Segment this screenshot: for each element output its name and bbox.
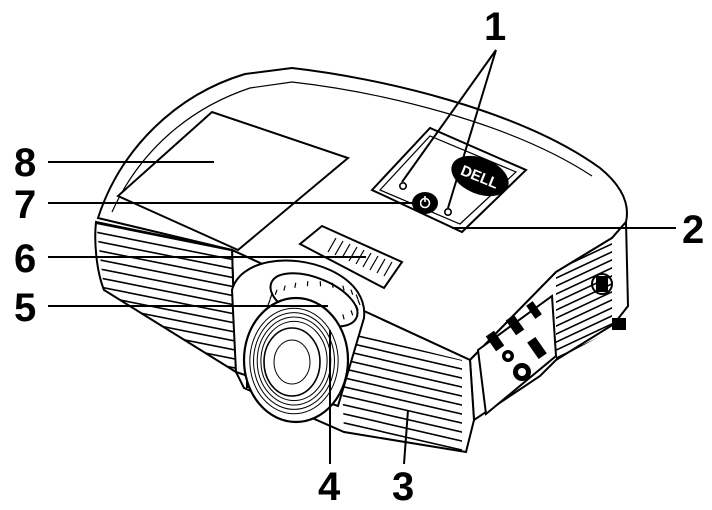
projection-lens	[263, 327, 321, 397]
connector-panel	[476, 273, 613, 416]
callout-6: 6	[14, 237, 36, 281]
lens-assembly	[230, 259, 366, 424]
control-panel: DELL	[370, 126, 528, 234]
callout-1: 1	[484, 5, 506, 49]
callout-3: 3	[392, 465, 414, 509]
callout-5: 5	[14, 286, 36, 330]
callout-4: 4	[318, 465, 341, 509]
callout-7: 7	[14, 183, 36, 227]
leader-lines	[48, 49, 676, 465]
dell-logo: DELL	[451, 155, 509, 197]
callout-2: 2	[682, 208, 704, 252]
power-button[interactable]	[412, 192, 438, 214]
lamp-cover	[116, 110, 351, 252]
lamp-led-icon	[443, 208, 452, 217]
callout-8: 8	[14, 141, 36, 185]
status-led-icon	[398, 182, 407, 191]
